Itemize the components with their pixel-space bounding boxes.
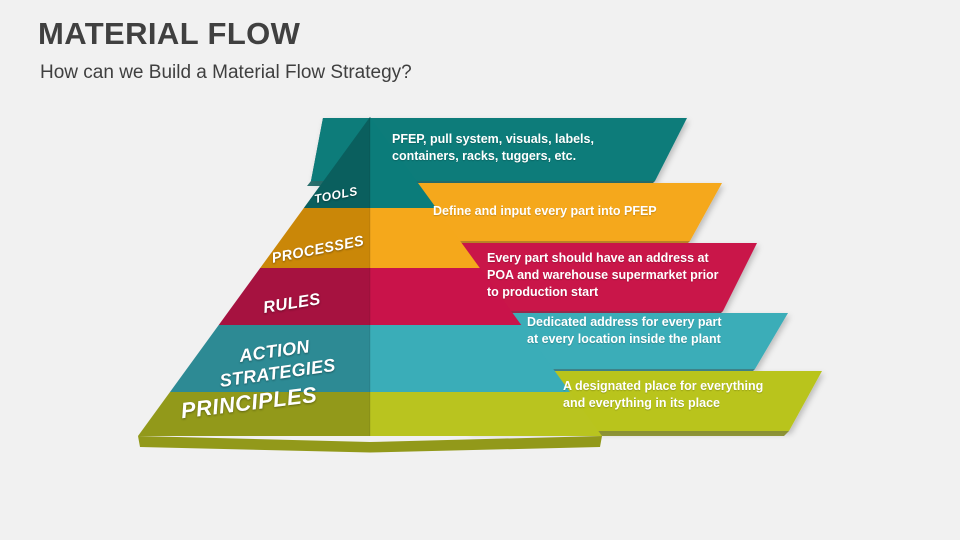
page-subtitle: How can we Build a Material Flow Strateg…: [40, 62, 412, 83]
pyramid-group: [138, 117, 602, 453]
page-title: MATERIAL FLOW: [38, 16, 301, 51]
